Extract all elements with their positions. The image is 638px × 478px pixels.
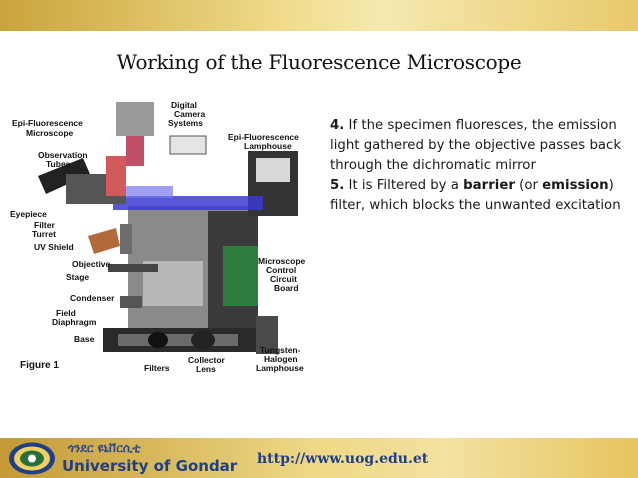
paragraph-5: 5. It is Filtered by a barrier (or emiss… xyxy=(330,176,630,216)
collector-lens xyxy=(148,332,168,348)
label-uvshield: UV Shield xyxy=(34,242,74,252)
circuit-board xyxy=(223,246,258,306)
bottom-decorative-bar xyxy=(0,438,638,478)
paragraph-5-number: 5. xyxy=(330,178,345,193)
observation-tubes xyxy=(38,158,90,194)
microscope-figure: Epi-Fluorescence Microscope Digital Came… xyxy=(8,96,318,382)
label-collector-1: Collector xyxy=(188,355,226,365)
label-digital-1: Digital xyxy=(171,100,197,110)
stage xyxy=(108,264,158,272)
paragraph-5-text-b: (or xyxy=(514,178,543,193)
label-epi-microscope-2: Microscope xyxy=(26,128,74,138)
label-digital-3: Systems xyxy=(168,118,203,128)
base-light-path xyxy=(118,334,238,346)
slide-body-text: 4. If the specimen fluoresces, the emiss… xyxy=(330,116,630,216)
label-lamphouse-2: Lamphouse xyxy=(244,141,292,151)
emission-light-path xyxy=(113,186,173,198)
slide-title: Working of the Fluorescence Microscope xyxy=(116,50,522,74)
label-filter-1: Filter xyxy=(34,220,55,230)
label-filters: Filters xyxy=(144,363,170,373)
label-condenser: Condenser xyxy=(70,293,115,303)
label-filter-2: Turret xyxy=(32,229,56,239)
label-eyepiece: Eyepiece xyxy=(10,209,47,219)
condenser xyxy=(120,296,142,308)
label-observation-2: Tubes xyxy=(46,159,71,169)
digital-camera xyxy=(116,102,154,136)
label-digital-2: Camera xyxy=(174,109,205,119)
top-decorative-bar xyxy=(0,0,638,31)
university-name: University of Gondar xyxy=(62,457,238,475)
lamphouse-window xyxy=(256,158,290,182)
paragraph-4: 4. If the specimen fluoresces, the emiss… xyxy=(330,116,630,176)
filter-turret xyxy=(106,156,126,196)
label-stage: Stage xyxy=(66,272,89,282)
label-epi-microscope-1: Epi-Fluorescence xyxy=(12,118,83,128)
tungsten-lamphouse xyxy=(256,316,278,354)
label-mcb-1: Microscope xyxy=(258,256,306,266)
label-field-2: Diaphragm xyxy=(52,317,97,327)
label-mcb-4: Board xyxy=(274,283,299,293)
paragraph-5-text-c: ) filter, which blocks the unwanted exci… xyxy=(330,178,621,213)
label-mcb-3: Circuit xyxy=(270,274,297,284)
label-field-1: Field xyxy=(56,308,76,318)
label-lamphouse-1: Epi-Fluorescence xyxy=(228,132,299,142)
camera-tube xyxy=(126,136,144,166)
objective-lens xyxy=(120,224,132,254)
university-logo xyxy=(9,442,55,475)
label-mcb-2: Control xyxy=(266,265,296,275)
camera-box xyxy=(169,135,207,155)
label-base: Base xyxy=(74,334,95,344)
uv-shield xyxy=(88,228,120,254)
halogen-lens xyxy=(191,331,215,349)
label-tungsten-2: Halogen xyxy=(264,354,298,364)
label-figure: Figure 1 xyxy=(20,360,59,371)
paragraph-5-emission: emission xyxy=(542,178,609,193)
paragraph-5-barrier: barrier xyxy=(463,178,515,193)
label-objective: Objective xyxy=(72,259,111,269)
paragraph-4-number: 4. xyxy=(330,118,345,133)
microscope-diagram: Epi-Fluorescence Microscope Digital Came… xyxy=(10,100,306,374)
label-tungsten-1: Tungsten- xyxy=(260,345,301,355)
excitation-light-path xyxy=(113,196,263,210)
paragraph-4-text: If the specimen fluoresces, the emission… xyxy=(330,118,622,173)
paragraph-5-text-a: It is Filtered by a xyxy=(344,178,464,193)
university-url[interactable]: http://www.uog.edu.et xyxy=(257,451,429,467)
label-collector-2: Lens xyxy=(196,364,216,374)
label-observation-1: Observation xyxy=(38,150,88,160)
label-tungsten-3: Lamphouse xyxy=(256,363,304,373)
university-name-amharic: ጎንደር ዩኒቨርሲቲ xyxy=(68,441,141,455)
